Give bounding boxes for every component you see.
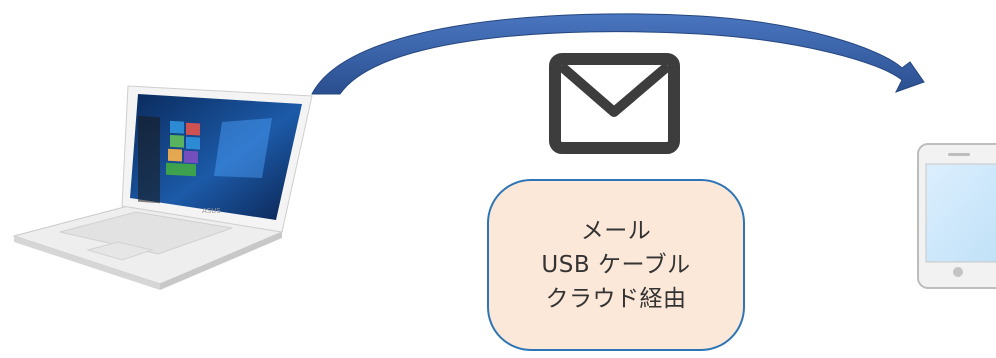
laptop-icon: ASUS (12, 85, 313, 290)
method-usb-cable-label: USB ケーブル (541, 252, 691, 278)
transfer-methods-box: メール USB ケーブル クラウド経由 (487, 179, 745, 351)
method-cloud-label: クラウド経由 (545, 286, 687, 312)
smartphone-icon (917, 143, 996, 289)
envelope-icon (549, 53, 680, 154)
laptop-brand-mark: ASUS (202, 207, 221, 215)
method-email-label: メール (580, 218, 652, 244)
transfer-arrow (311, 13, 925, 95)
